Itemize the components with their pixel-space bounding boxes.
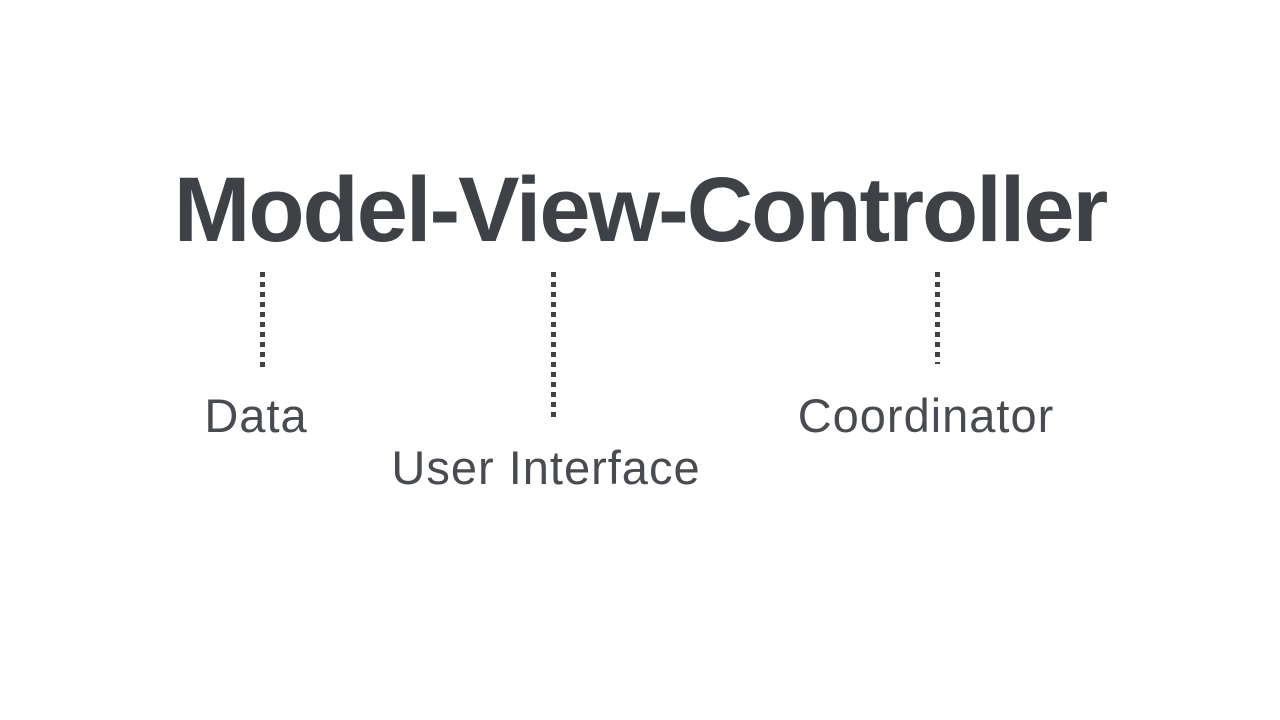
page-title: Model-View-Controller xyxy=(173,159,1109,261)
label-user-interface: User Interface xyxy=(391,441,701,494)
label-coordinator: Coordinator xyxy=(797,389,1055,442)
dotted-connector-controller-to-coordinator xyxy=(935,272,940,364)
dotted-connector-model-to-data xyxy=(260,272,265,370)
dotted-connector-view-to-user-interface xyxy=(551,272,556,420)
label-data: Data xyxy=(204,389,308,442)
